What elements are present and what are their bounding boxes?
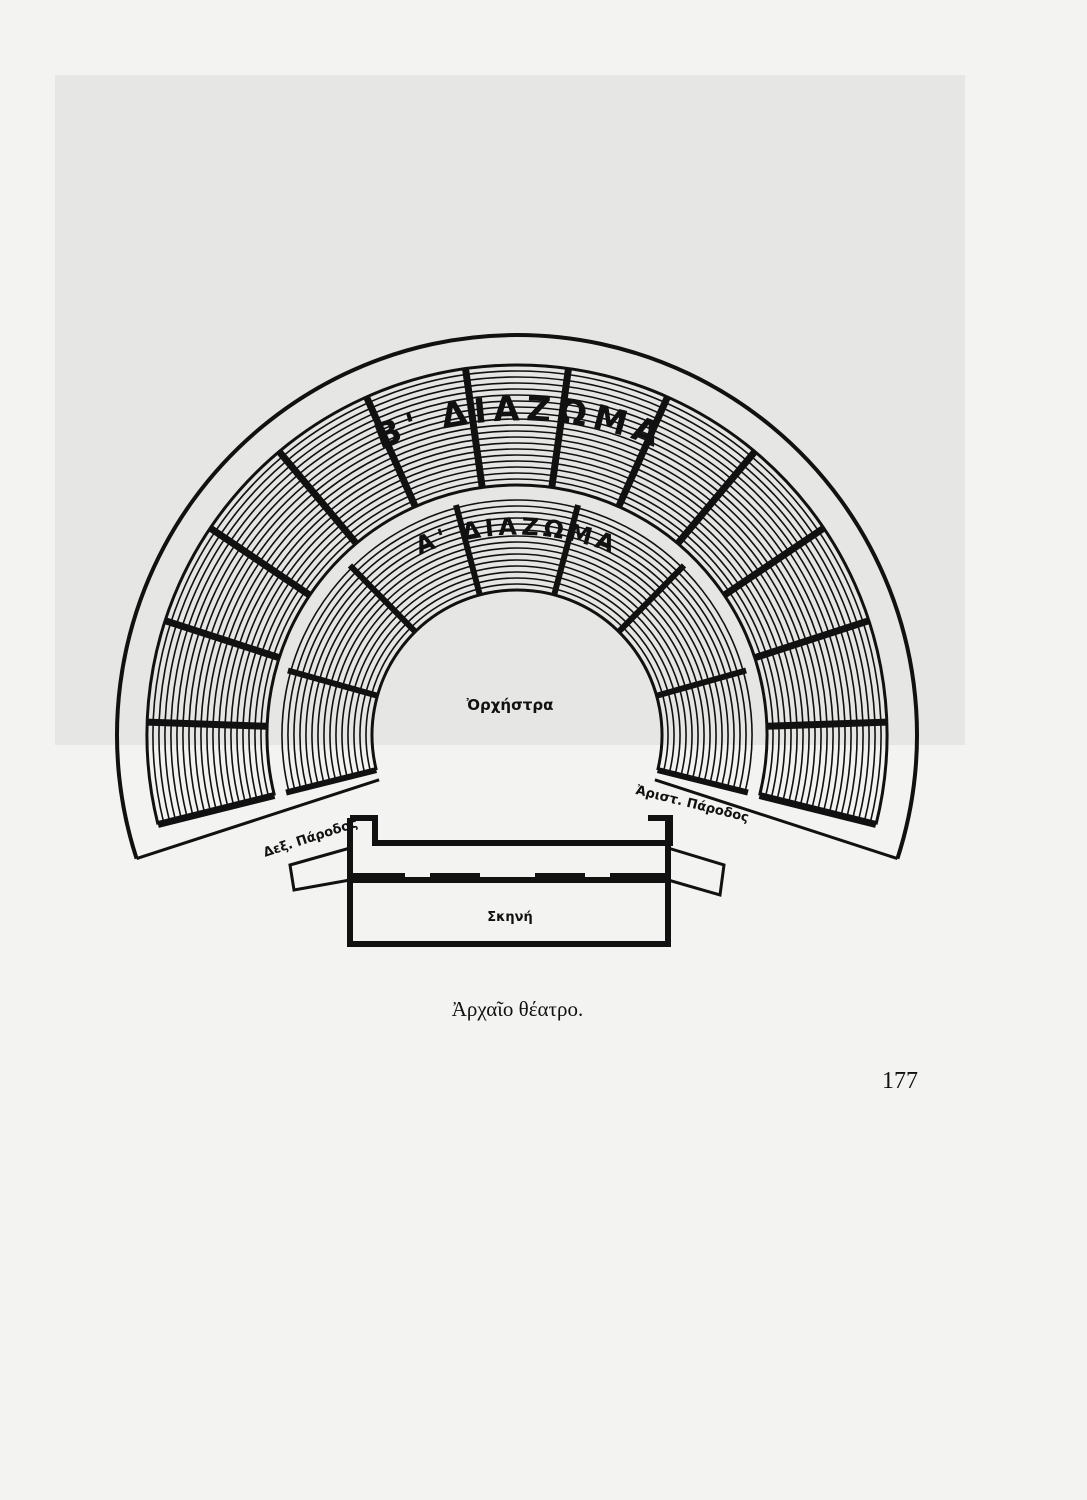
lower-seat-row	[359, 577, 675, 774]
lower-stairway	[551, 504, 581, 596]
lower-seat-row	[370, 588, 664, 771]
lower-seat-row	[293, 511, 741, 790]
lower-seat-row	[323, 541, 711, 782]
lower-seat-row	[311, 529, 723, 785]
skene-building: Σκηνή	[288, 815, 726, 947]
lower-seat-row	[335, 553, 699, 779]
upper-stairway	[208, 525, 312, 599]
upper-stairway	[276, 449, 359, 546]
lower-seat-row	[329, 547, 705, 781]
figure-caption: Ἀρχαῖο θέατρο.	[451, 997, 584, 1021]
lower-seat-row	[317, 535, 717, 784]
upper-stairway	[462, 368, 486, 488]
lower-diazoma-label: Α' ΔΙΑΖΩΜΑ	[412, 513, 623, 560]
lower-stairway	[285, 767, 378, 796]
lower-seat-row	[305, 523, 729, 787]
upper-seat-row	[152, 370, 882, 824]
upper-stairway	[753, 617, 870, 662]
lower-stairway	[287, 667, 379, 699]
upper-stairway	[548, 368, 572, 488]
lower-stairway	[453, 504, 483, 596]
lower-stairway	[655, 667, 747, 699]
upper-stairway	[147, 718, 268, 730]
cavea-seating	[115, 333, 919, 861]
upper-seat-row	[170, 388, 864, 819]
upper-stairway	[164, 617, 281, 662]
upper-stairway	[157, 792, 276, 828]
upper-seat-row	[194, 412, 840, 814]
lower-stairway	[347, 563, 418, 634]
lower-seat-row	[341, 559, 693, 778]
upper-stairway	[363, 395, 419, 509]
upper-seat-row	[236, 454, 798, 803]
left-parodos-label: Δεξ. Πάροδος	[262, 816, 360, 861]
lower-seat-row	[353, 571, 681, 775]
page-number: 177	[882, 1068, 918, 1094]
outer-wall	[115, 333, 919, 860]
upper-seat-row	[212, 430, 822, 809]
lower-seat-row	[365, 583, 669, 772]
lower-stairway	[616, 563, 687, 634]
upper-stairway	[758, 792, 877, 828]
upper-stairway	[675, 449, 758, 546]
lower-seat-row	[299, 517, 735, 788]
upper-stairway	[722, 525, 826, 599]
upper-seat-row	[158, 376, 876, 822]
upper-stairway	[766, 718, 887, 730]
lower-stairway	[656, 767, 749, 796]
upper-seat-row	[164, 382, 870, 821]
skene-label: Σκηνή	[487, 910, 532, 925]
upper-seat-row	[224, 442, 810, 806]
right-cavea-end	[654, 778, 898, 861]
upper-seat-row	[176, 394, 858, 818]
lower-seat-row	[347, 565, 687, 777]
upper-seat-row	[242, 460, 792, 802]
upper-seat-row	[188, 406, 846, 815]
orchestra-label: Ὀρχήστρα	[467, 696, 554, 714]
upper-stairway	[615, 395, 671, 509]
upper-seat-row	[200, 418, 834, 812]
lower-seat-row	[281, 499, 753, 793]
upper-seat-row	[182, 400, 852, 816]
lower-seat-row	[287, 505, 747, 791]
upper-seat-row	[206, 424, 828, 811]
upper-seat-row	[145, 363, 889, 825]
upper-seat-row	[218, 436, 816, 808]
upper-seat-row	[265, 483, 769, 796]
upper-seat-row	[230, 448, 804, 805]
left-cavea-end	[136, 778, 380, 861]
